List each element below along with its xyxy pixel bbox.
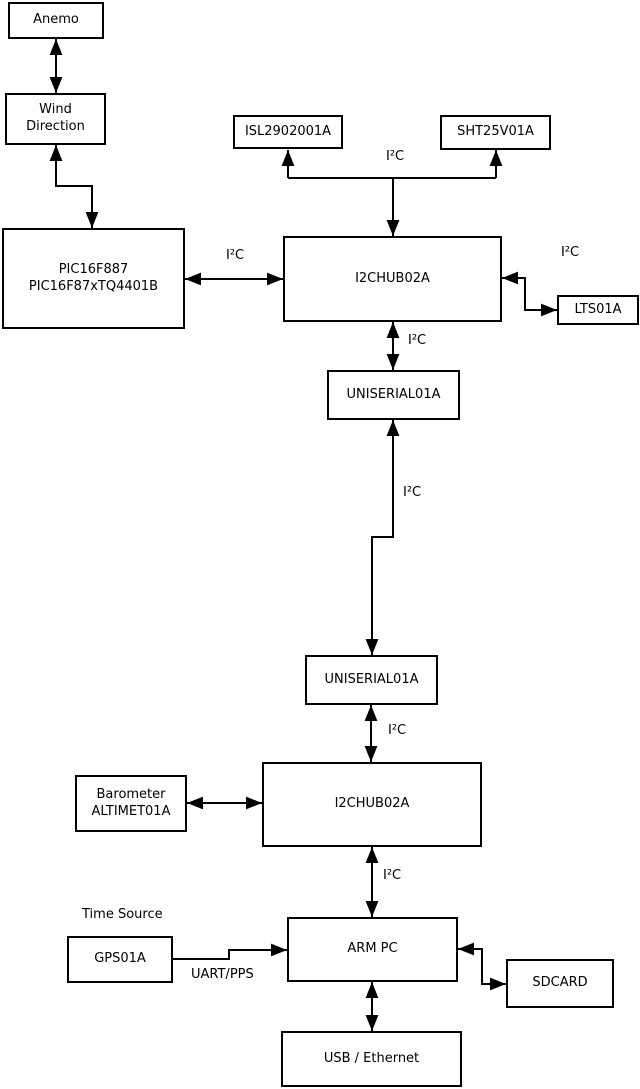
- label-i2c-uniserial-hub2: I²C: [388, 723, 407, 738]
- label-i2c-hub-lts: I²C: [561, 245, 580, 260]
- node-i2chub02a-top-label: I2CHUB02A: [355, 270, 430, 286]
- connector-i2chub-lts: [502, 271, 557, 317]
- node-lts01a-label: LTS01A: [574, 301, 622, 317]
- node-isl2902001a-label: ISL2902001A: [244, 123, 332, 139]
- node-sdcard: SDCARD: [506, 959, 614, 1008]
- connector-uniserial1-uniserial2: [365, 420, 400, 655]
- connector-armpc-sdcard: [458, 942, 506, 991]
- label-time-source: Time Source: [82, 907, 163, 922]
- node-gps01a: GPS01A: [67, 936, 173, 983]
- label-i2c-uniserial-link: I²C: [403, 485, 422, 500]
- node-barometer-line2: ALTIMET01A: [91, 803, 171, 819]
- node-barometer-line1: Barometer: [96, 786, 166, 802]
- node-uniserial01a-top: UNISERIAL01A: [327, 370, 460, 420]
- node-wind-direction-line1: Wind: [39, 102, 72, 118]
- label-uart-pps: UART/PPS: [191, 967, 254, 982]
- node-isl2902001a: ISL2902001A: [233, 115, 343, 149]
- node-i2chub02a-bottom: I2CHUB02A: [262, 762, 482, 847]
- node-wind-direction: Wind Direction: [5, 93, 106, 145]
- node-anemo: Anemo: [8, 2, 104, 39]
- node-pic16f887-line2: PIC16F87xTQ4401B: [28, 278, 159, 294]
- node-uniserial01a-top-label: UNISERIAL01A: [346, 386, 441, 402]
- node-i2chub02a-top: I2CHUB02A: [283, 236, 502, 322]
- connector-winddirection-pic: [49, 145, 99, 228]
- node-gps01a-label: GPS01A: [94, 951, 146, 967]
- node-barometer-altimet01a: Barometer ALTIMET01A: [75, 775, 187, 832]
- node-sht25v01a: SHT25V01A: [440, 115, 551, 150]
- label-i2c-sensor-bus: I²C: [386, 149, 405, 164]
- node-sdcard-label: SDCARD: [532, 975, 588, 991]
- node-lts01a: LTS01A: [557, 295, 639, 325]
- node-pic16f887-line1: PIC16F887: [58, 261, 129, 277]
- node-uniserial01a-bottom: UNISERIAL01A: [305, 655, 438, 705]
- node-arm-pc: ARM PC: [287, 917, 458, 982]
- node-uniserial01a-bottom-label: UNISERIAL01A: [324, 671, 419, 687]
- node-usb-ethernet-label: USB / Ethernet: [323, 1050, 420, 1066]
- node-arm-pc-label: ARM PC: [347, 941, 398, 957]
- node-anemo-label: Anemo: [33, 12, 79, 28]
- label-i2c-hub-uniserial: I²C: [408, 333, 427, 348]
- node-pic16f887: PIC16F887 PIC16F87xTQ4401B: [2, 228, 185, 329]
- node-sht25v01a-label: SHT25V01A: [457, 124, 534, 140]
- node-wind-direction-line2: Direction: [26, 119, 85, 134]
- node-usb-ethernet: USB / Ethernet: [281, 1031, 462, 1087]
- label-i2c-pic-hub: I²C: [226, 248, 245, 263]
- label-i2c-hub2-armpc: I²C: [383, 868, 402, 883]
- node-i2chub02a-bottom-label: I2CHUB02A: [334, 796, 410, 812]
- connector-gps-armpc: [173, 943, 287, 960]
